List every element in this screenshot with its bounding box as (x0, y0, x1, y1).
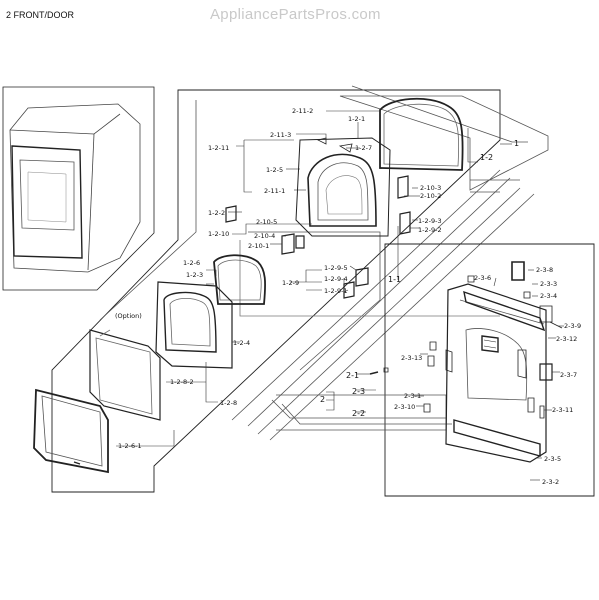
label-1-2-7: 1-2-7 (355, 144, 372, 152)
label-2-3-7: 2-3-7 (560, 371, 577, 379)
label-2-3-3: 2-3-3 (540, 280, 557, 288)
label-1-2-1: 1-2-1 (348, 115, 365, 123)
label-1-1: 1-1 (388, 275, 401, 284)
label-1-2-6-1: 1-2-6-1 (118, 442, 142, 450)
label-1-2-8-2: 1-2-8-2 (170, 378, 194, 386)
label-2-10-1: 2-10-1 (248, 242, 269, 250)
label-2-10-5: 2-10-5 (256, 218, 277, 226)
label-2-3-4: 2-3-4 (540, 292, 557, 300)
label-1-2-9-3: 1-2-9-3 (418, 217, 442, 225)
assembly-outline-lines (51, 85, 549, 493)
label-2-3: 2-3 (352, 387, 365, 396)
hinge-parts (225, 137, 411, 299)
label-1-2-9: 1-2-9 (282, 279, 299, 287)
watermark: AppliancePartsPros.com (210, 6, 381, 23)
label-1-2-9-1: 1-2-9-1 (324, 287, 348, 295)
label-2-3-1: 2-3-1 (404, 392, 421, 400)
label-1-2-4: 1-2-4 (233, 339, 250, 347)
option-label: (Option) (115, 312, 142, 320)
label-2-3-9: 2-3-9 (564, 322, 581, 330)
outer-door-1-2-6-1 (33, 388, 109, 474)
door-panel-1-2-8 (89, 329, 161, 421)
label-2-3-2: 2-3-2 (542, 478, 559, 486)
label-2-11-3: 2-11-3 (270, 131, 291, 139)
label-1-2-2: 1-2-2 (208, 209, 225, 217)
label-2-10-3: 2-10-3 (420, 184, 441, 192)
label-1-2-6: 1-2-6 (183, 259, 200, 267)
label-1-2-9-4: 1-2-9-4 (324, 275, 348, 283)
door-inner-frame (295, 137, 391, 237)
section-title: 2 FRONT/DOOR (6, 10, 75, 20)
label-2-10-4: 2-10-4 (254, 232, 275, 240)
label-2-11-2: 2-11-2 (292, 107, 313, 115)
label-1-2-3: 1-2-3 (186, 271, 203, 279)
label-2-3-6: 2-3-6 (474, 274, 491, 282)
label-1-2-10: 1-2-10 (208, 230, 229, 238)
label-2-3-8: 2-3-8 (536, 266, 553, 274)
label-1: 1 (514, 139, 519, 148)
dryer-overview-inset (2, 86, 155, 291)
label-2: 2 (320, 395, 325, 404)
label-1-2-5: 1-2-5 (266, 166, 283, 174)
label-2-2: 2-2 (352, 409, 365, 418)
label-1-2-8: 1-2-8 (220, 399, 237, 407)
label-2-3-10: 2-3-10 (394, 403, 415, 411)
label-2-11-1: 2-11-1 (264, 187, 285, 195)
label-1-2-9-5: 1-2-9-5 (324, 264, 348, 272)
leader-lines (116, 110, 564, 481)
label-1-2-11: 1-2-11 (208, 144, 229, 152)
door-glass-top (379, 97, 464, 171)
outer-glass-1-2-6 (213, 254, 266, 305)
label-2-1: 2-1 (346, 371, 359, 380)
door-frame-1-2-4 (155, 281, 233, 369)
label-2-3-5: 2-3-5 (544, 455, 561, 463)
label-1-2-9-2: 1-2-9-2 (418, 226, 442, 234)
front-panel-2 (369, 261, 563, 463)
label-1-2: 1-2 (480, 153, 493, 162)
label-2-10-2: 2-10-2 (420, 192, 441, 200)
callout-labels: 2-11-2 1-2-1 2-11-3 1-2-7 1-2-11 1-2-5 2… (115, 107, 581, 486)
label-2-3-12: 2-3-12 (556, 335, 577, 343)
label-2-3-13: 2-3-13 (401, 354, 422, 362)
label-2-3-11: 2-3-11 (552, 406, 573, 414)
